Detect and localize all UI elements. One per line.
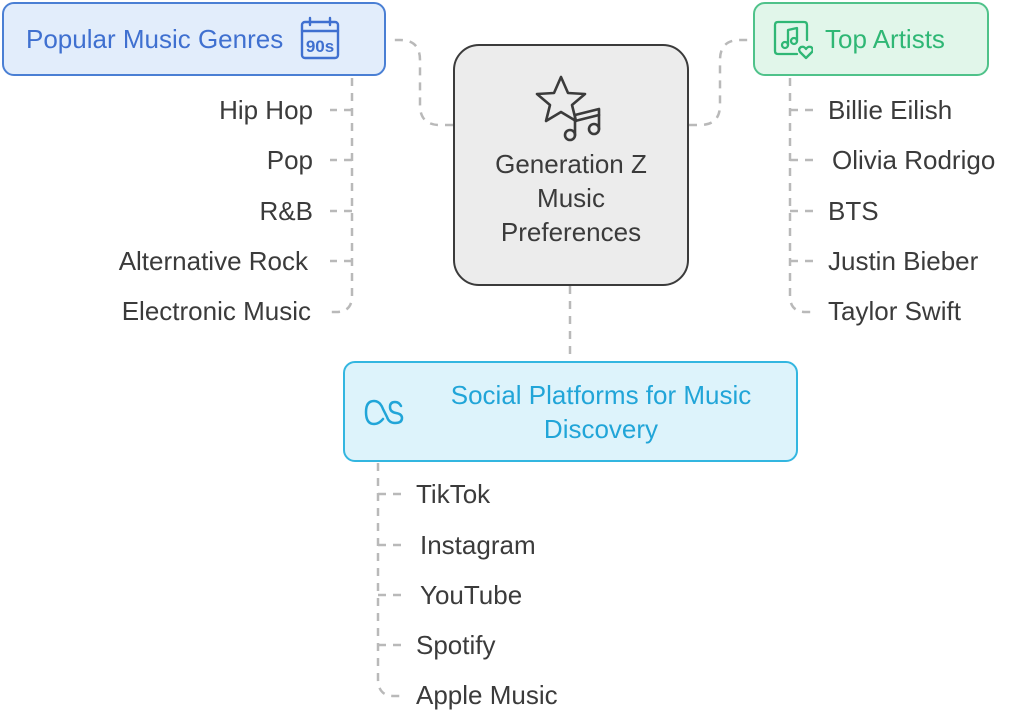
connector-genres-spine <box>328 78 354 314</box>
platform-item: YouTube <box>420 580 523 610</box>
connector-center-artists <box>689 38 753 127</box>
platform-item: TikTok <box>416 479 491 509</box>
artist-item: Justin Bieber <box>828 246 979 276</box>
connector-artists-spine <box>788 78 816 314</box>
artists-node: Top Artists <box>753 2 989 76</box>
artist-item: Olivia Rodrigo <box>832 145 996 175</box>
genre-item: Alternative Rock <box>118 246 308 276</box>
platform-item: Instagram <box>420 530 536 560</box>
genre-item: Pop <box>266 145 313 175</box>
calendar-90s-label: 90s <box>306 37 334 56</box>
platform-item: Apple Music <box>416 680 558 710</box>
platforms-node: Social Platforms for Music Discovery <box>343 361 798 462</box>
platforms-title: Social Platforms for Music Discovery <box>450 379 752 444</box>
genres-node: Popular Music Genres 90s <box>2 2 386 76</box>
genre-item: R&B <box>259 196 313 226</box>
music-heart-icon <box>771 18 814 60</box>
connector-center-genres <box>388 38 453 127</box>
artist-item: BTS <box>828 196 879 226</box>
artist-item: Billie Eilish <box>828 95 953 125</box>
genre-item: Hip Hop <box>219 95 313 125</box>
genre-item: Electronic Music <box>121 296 311 326</box>
center-title: Generation Z Music Preferences <box>495 149 647 247</box>
genres-title: Popular Music Genres <box>26 23 284 54</box>
artist-item: Taylor Swift <box>828 296 961 326</box>
connector-platforms-spine <box>376 463 404 698</box>
lastfm-icon <box>363 397 407 427</box>
calendar-90s-icon: 90s <box>297 16 343 62</box>
artists-title: Top Artists <box>825 23 945 54</box>
star-music-icon <box>533 73 609 143</box>
platform-item: Spotify <box>416 630 496 660</box>
center-node: Generation Z Music Preferences <box>453 44 689 286</box>
